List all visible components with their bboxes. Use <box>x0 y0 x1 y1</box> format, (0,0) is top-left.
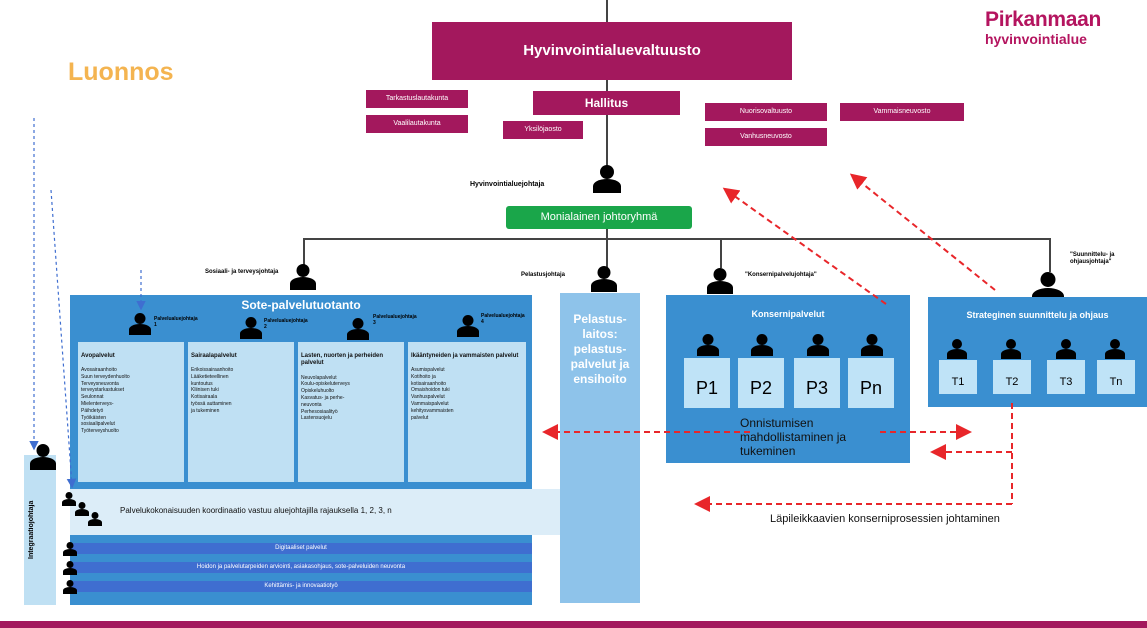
director-label: Hyvinvointialuejohtaja <box>470 181 545 188</box>
sote-column-3-title: Lasten, nuorten ja perheiden palvelut <box>301 352 384 367</box>
top-connector <box>606 0 608 22</box>
sote-column-2-title: Sairaalapalvelut <box>191 352 237 359</box>
sote-column-4-items: Asumispalvelut Kotihoito ja kotisairaanh… <box>411 367 454 421</box>
sote-column-1: Avopalvelut Avosairaanhoito Suun terveyd… <box>78 342 184 482</box>
rescue-title: Pelastus- laitos: pelastus- palvelut ja … <box>570 312 630 386</box>
strategy-title: Strateginen suunnittelu ja ohjaus <box>966 310 1109 320</box>
strategy-box-t1[interactable]: T1 <box>939 360 977 394</box>
team-connector <box>606 229 608 239</box>
blue-arrow-coordination <box>50 189 77 489</box>
council-connector <box>606 80 608 170</box>
sote-column-2-items: Erikoissairaanhoito Lääketieteellinen ku… <box>191 367 234 414</box>
tag-youth-council[interactable]: Nuorisovaltuusto <box>705 103 827 121</box>
rescue-block <box>560 293 640 603</box>
sote-title: Sote-palvelutuotanto <box>241 298 361 312</box>
service-director-1-label: Palvelualuejohtaja 1 <box>154 316 198 328</box>
integration-director-label: Integraatiojohtaja <box>28 500 35 560</box>
rescue-director-icon <box>591 266 617 292</box>
rescue-director-label: Pelastusjohtaja <box>521 272 566 278</box>
t2-person-icon <box>1001 339 1021 359</box>
service-director-2-label: Palvelualuejohtaja 2 <box>264 318 308 330</box>
t3-person-icon <box>1056 339 1076 359</box>
sote-column-3-items: Neuvolapalvelut Koulu-opiskeluterveys Op… <box>301 374 350 422</box>
director-person-icon <box>593 165 621 193</box>
management-team-box[interactable]: Monialainen johtoryhmä <box>506 206 692 229</box>
sote-column-4: Ikääntyneiden ja vammaisten palvelut Asu… <box>408 342 526 482</box>
group-box-p2[interactable]: P2 <box>738 358 784 408</box>
bar-extension-1 <box>532 547 560 550</box>
sote-column-1-title: Avopalvelut <box>81 352 115 359</box>
branch-drop-sote <box>303 238 305 268</box>
branch-line <box>303 238 1051 240</box>
p3-person-icon <box>807 334 829 356</box>
branch-drop-group <box>720 238 722 268</box>
bar-owner-icon-1 <box>63 542 77 556</box>
group-box-p3[interactable]: P3 <box>794 358 840 408</box>
bottom-stripe <box>0 621 1147 628</box>
sote-column-3: Lasten, nuorten ja perheiden palvelut Ne… <box>298 342 404 482</box>
crosscut-process-text: Läpileikkaavien konserniprosessien johta… <box>770 513 1000 525</box>
coordination-band <box>70 489 532 535</box>
bar-extension-2 <box>532 566 560 569</box>
government-box[interactable]: Hallitus <box>533 91 680 115</box>
service-director-2-icon <box>240 317 262 339</box>
arrow-group-to-director <box>722 187 887 305</box>
coordinator-icon-2 <box>75 502 89 516</box>
coordination-text: Palvelukokonaisuuden koordinaatio vastuu… <box>120 506 392 515</box>
sote-column-1-items: Avosairaanhoito Suun terveydenhuolto Ter… <box>81 367 130 435</box>
sote-column-4-title: Ikääntyneiden ja vammaisten palvelut <box>411 352 519 359</box>
group-box-pn[interactable]: Pn <box>848 358 894 408</box>
group-box-p1[interactable]: P1 <box>684 358 730 408</box>
service-director-3-icon <box>347 318 369 340</box>
tn-person-icon <box>1105 339 1125 359</box>
coordinator-icon-3 <box>88 512 102 526</box>
strategy-director-label: "Suunnittelu- ja ohjausjohtaja" <box>1070 252 1115 265</box>
sote-director-label: Sosiaali- ja terveysjohtaja <box>205 269 279 275</box>
tag-audit-committee[interactable]: Tarkastuslautakunta <box>366 90 468 108</box>
bar-owner-icon-3 <box>63 580 77 594</box>
p1-person-icon <box>697 334 719 356</box>
arrow-strategy-to-top <box>849 173 996 291</box>
group-director-icon <box>707 268 733 294</box>
strategy-box-tn[interactable]: Tn <box>1097 360 1135 394</box>
tag-disability-council[interactable]: Vammaisneuvosto <box>840 103 964 121</box>
t1-person-icon <box>947 339 967 359</box>
draft-label: Luonnos <box>68 58 174 86</box>
tag-elderly-council[interactable]: Vanhusneuvosto <box>705 128 827 146</box>
strategy-box-t2[interactable]: T2 <box>993 360 1031 394</box>
group-services-title: Konsernipalvelut <box>751 309 825 319</box>
brand-subtitle: hyvinvointialue <box>985 31 1087 47</box>
bar-owner-icon-2 <box>63 561 77 575</box>
integration-director-icon <box>30 444 56 470</box>
enable-text: Onnistumisen mahdollistaminen ja tukemin… <box>740 416 847 458</box>
coordinator-icon-1 <box>62 492 76 506</box>
tag-election-committee[interactable]: Vaalilautakunta <box>366 115 468 133</box>
service-director-4-label: Palvelualuejohtaja 4 <box>481 313 525 325</box>
p2-person-icon <box>751 334 773 356</box>
tag-individual-division[interactable]: Yksilöjaosto <box>503 121 583 139</box>
service-director-4-icon <box>457 315 479 337</box>
digital-services-bar: Digitaaliset palvelut <box>70 543 532 554</box>
service-director-1-icon <box>129 313 151 335</box>
sote-column-2: Sairaalapalvelut Erikoissairaanhoito Lää… <box>188 342 294 482</box>
brand-name: Pirkanmaan <box>985 8 1102 31</box>
development-bar: Kehittämis- ja innovaatiotyö <box>70 581 532 592</box>
branch-drop-strategy <box>1049 238 1051 272</box>
sote-director-icon <box>290 264 316 290</box>
council-box[interactable]: Hyvinvointialuevaltuusto <box>432 22 792 80</box>
coordination-band-extension <box>532 489 560 535</box>
service-director-3-label: Palvelualuejohtaja 3 <box>373 314 417 326</box>
branch-drop-rescue <box>606 238 608 268</box>
care-assessment-bar: Hoidon ja palvelutarpeiden arviointi, as… <box>70 562 532 573</box>
strategy-box-t3[interactable]: T3 <box>1047 360 1085 394</box>
pn-person-icon <box>861 334 883 356</box>
group-director-label: "Konsernipalvelujohtaja" <box>745 272 817 278</box>
